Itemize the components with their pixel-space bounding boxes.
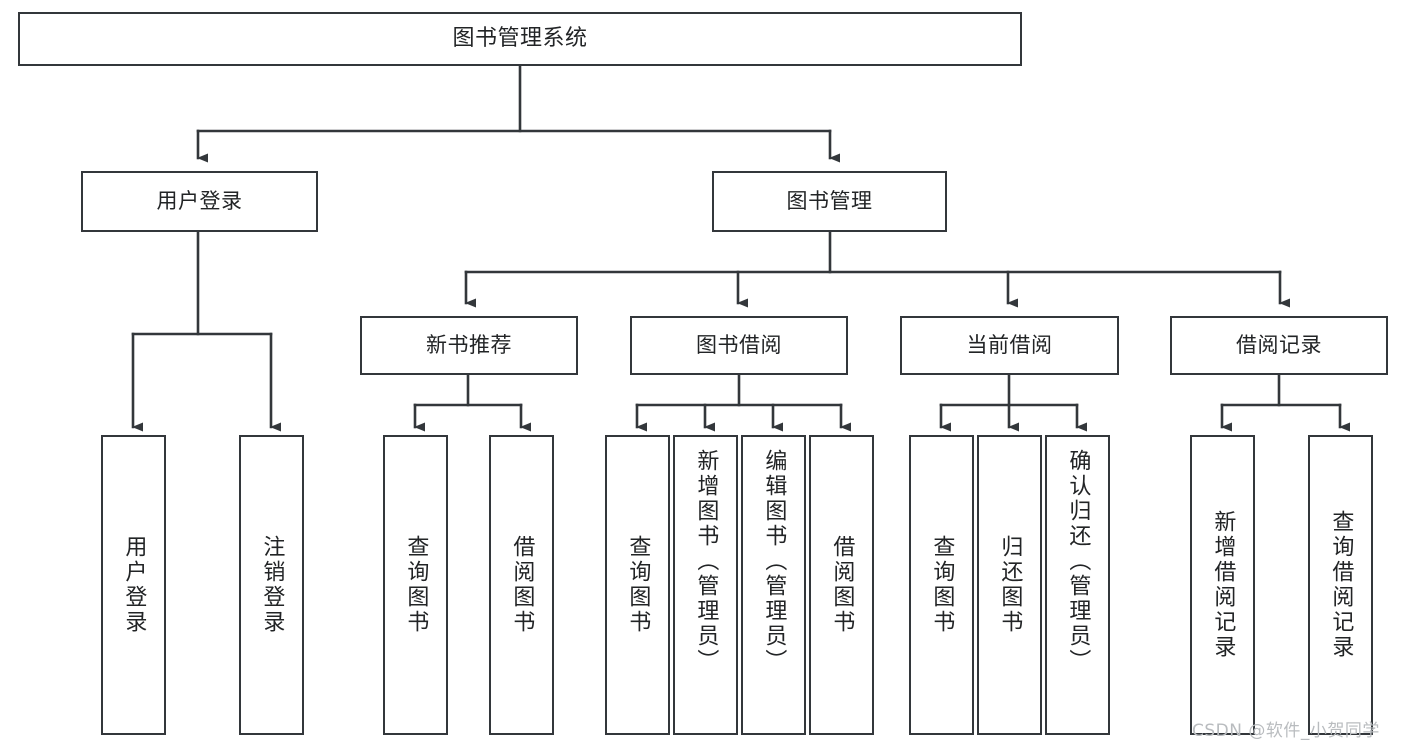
node-label: 用户登录 (156, 188, 243, 213)
node-label: 用户登录 (121, 535, 147, 635)
node-borrow-record[interactable]: 借阅记录 (1170, 316, 1388, 375)
node-label: 查询图书 (929, 535, 955, 635)
node-label: 新增借阅记录 (1210, 510, 1236, 660)
leaf-query-book-current[interactable]: 查询图书 (909, 435, 974, 735)
leaf-edit-book-admin[interactable]: 编辑图书（管理员） (741, 435, 806, 735)
node-label: 新增图书（管理员） (693, 449, 719, 674)
node-label: 借阅图书 (829, 535, 855, 635)
node-label: 图书管理系统 (452, 25, 588, 51)
node-label: 当前借阅 (966, 332, 1053, 357)
node-label: 新书推荐 (426, 332, 512, 357)
node-label: 图书管理 (786, 188, 873, 213)
leaf-borrow-book-recommend[interactable]: 借阅图书 (489, 435, 554, 735)
node-book-borrow[interactable]: 图书借阅 (630, 316, 848, 375)
node-label: 编辑图书（管理员） (761, 449, 787, 674)
leaf-add-borrow-record[interactable]: 新增借阅记录 (1190, 435, 1255, 735)
node-new-book-recommend[interactable]: 新书推荐 (360, 316, 578, 375)
leaf-borrow-book[interactable]: 借阅图书 (809, 435, 874, 735)
node-label: 归还图书 (997, 535, 1023, 635)
node-label: 查询图书 (403, 535, 429, 635)
node-root-book-management-system[interactable]: 图书管理系统 (18, 12, 1022, 66)
leaf-user-login[interactable]: 用户登录 (101, 435, 166, 735)
node-user-login[interactable]: 用户登录 (81, 171, 318, 232)
csdn-watermark: CSDN @软件_小贺同学 (1192, 721, 1380, 741)
node-label: 查询借阅记录 (1328, 510, 1354, 660)
leaf-user-logout[interactable]: 注销登录 (239, 435, 304, 735)
node-label: 确认归还（管理员） (1065, 449, 1091, 674)
node-book-management[interactable]: 图书管理 (712, 171, 947, 232)
node-label: 查询图书 (625, 535, 651, 635)
leaf-confirm-return-admin[interactable]: 确认归还（管理员） (1045, 435, 1110, 735)
node-label: 借阅记录 (1236, 332, 1322, 357)
leaf-query-book-borrow[interactable]: 查询图书 (605, 435, 670, 735)
leaf-return-book[interactable]: 归还图书 (977, 435, 1042, 735)
node-label: 图书借阅 (696, 332, 782, 357)
node-current-borrow[interactable]: 当前借阅 (900, 316, 1119, 375)
node-label: 借阅图书 (509, 535, 535, 635)
leaf-query-book-recommend[interactable]: 查询图书 (383, 435, 448, 735)
leaf-add-book-admin[interactable]: 新增图书（管理员） (673, 435, 738, 735)
node-label: 注销登录 (259, 535, 285, 635)
leaf-query-borrow-record[interactable]: 查询借阅记录 (1308, 435, 1373, 735)
